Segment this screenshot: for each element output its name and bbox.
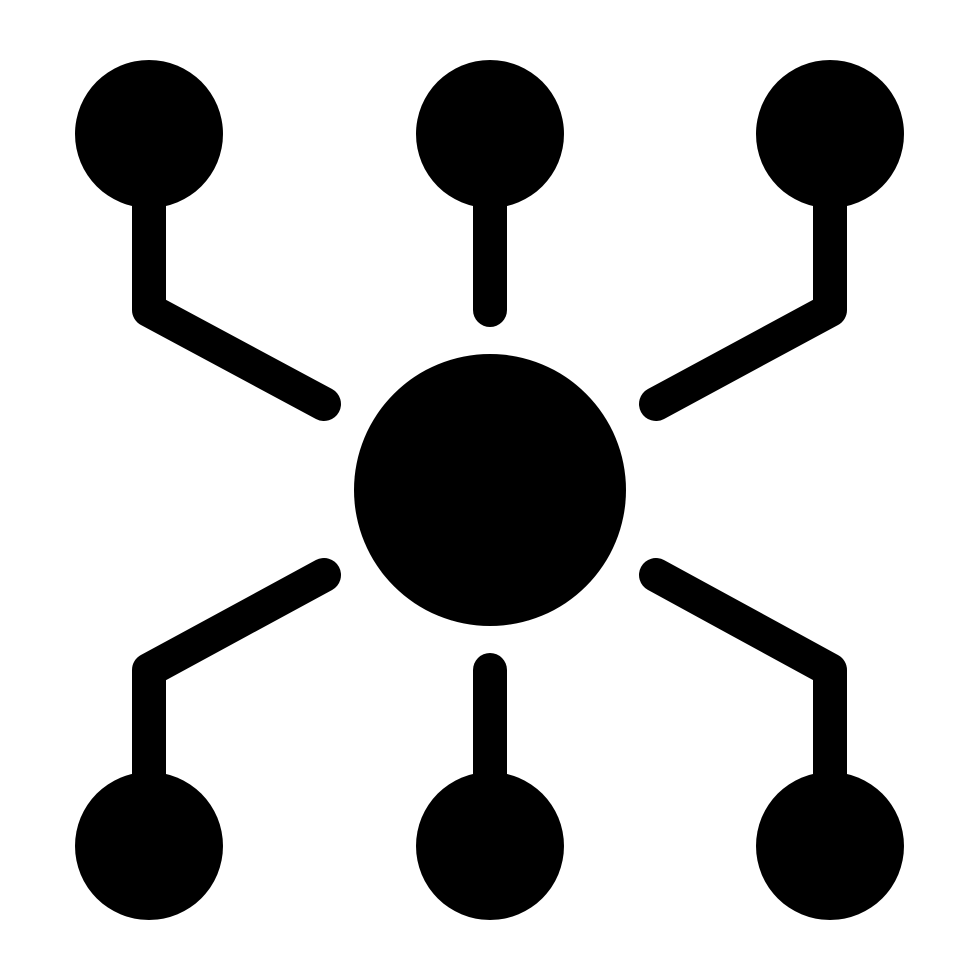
node-bottom-left — [75, 772, 223, 920]
nodes — [75, 60, 904, 920]
hub-node — [354, 354, 626, 626]
node-bottom-center — [416, 772, 564, 920]
node-top-right — [756, 60, 904, 208]
node-top-center — [416, 60, 564, 208]
node-top-left — [75, 60, 223, 208]
node-bottom-right — [756, 772, 904, 920]
